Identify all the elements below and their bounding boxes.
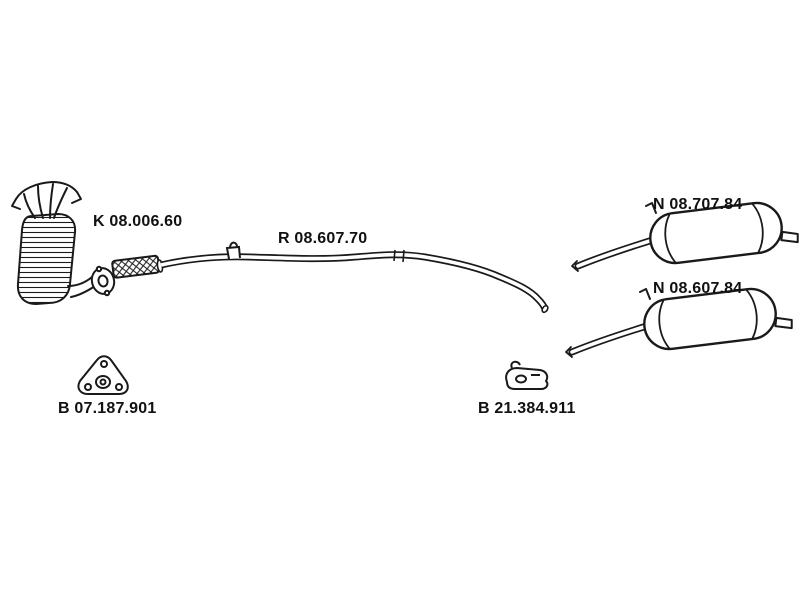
label-manifold-part-number: K 08.006.60 — [93, 213, 183, 230]
part-center-pipe-drawing — [160, 241, 549, 314]
label-gasket-part-number: B 07.187.901 — [58, 400, 157, 417]
label-upper-silencer-part-number: N 08.707.84 — [653, 196, 743, 213]
part-rear-silencer-upper-drawing — [571, 201, 799, 272]
part-manifold-catalyst-drawing — [11, 181, 96, 305]
part-gasket-drawing — [77, 355, 129, 395]
part-mount-drawing — [505, 360, 549, 390]
part-rear-silencer-lower-drawing — [565, 287, 793, 358]
label-lower-silencer-part-number: N 08.607.84 — [653, 280, 743, 297]
label-center-pipe-part-number: R 08.607.70 — [278, 230, 368, 247]
label-mount-part-number: B 21.384.911 — [478, 400, 576, 417]
part-flex-pipe-drawing — [111, 254, 164, 279]
part-outlet-flange-drawing — [90, 265, 116, 297]
